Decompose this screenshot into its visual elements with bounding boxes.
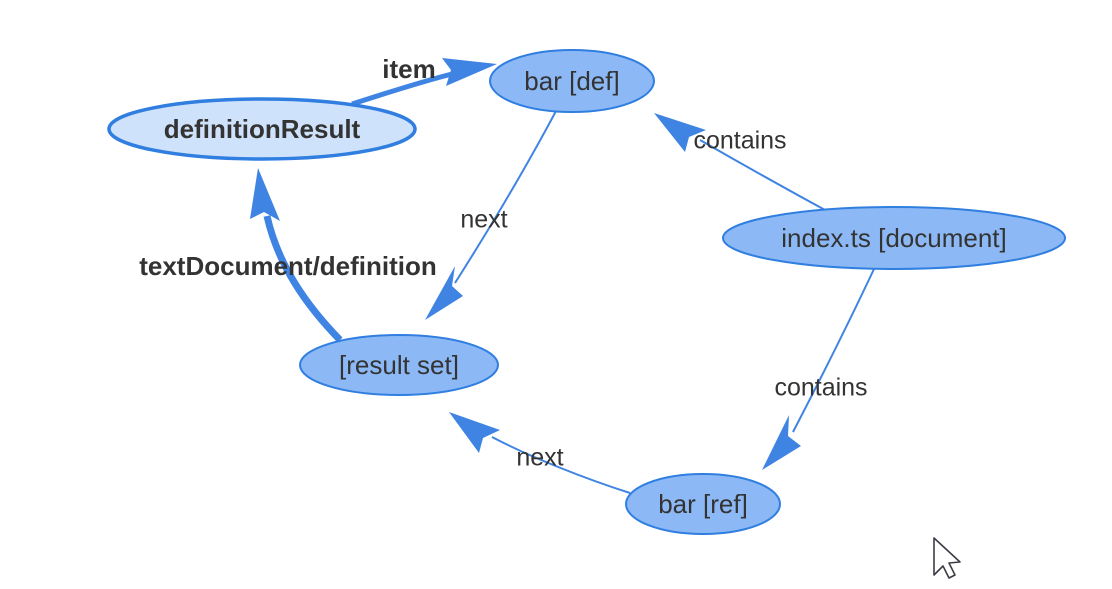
edge-label-item: item: [382, 54, 435, 84]
node-result-set-label: [result set]: [339, 350, 459, 380]
edge-label-contains-ref: contains: [774, 374, 867, 402]
edge-textdocument-definition-arrowhead: [250, 168, 280, 221]
nodes-layer: definitionResult bar [def] index.ts [doc…: [107, 49, 1066, 535]
edge-contains-ref[interactable]: contains: [762, 268, 875, 470]
edge-contains-def[interactable]: contains: [654, 113, 837, 217]
node-bar-ref[interactable]: bar [ref]: [625, 473, 781, 535]
node-definitionresult-label: definitionResult: [164, 114, 361, 144]
node-bar-ref-label: bar [ref]: [658, 489, 748, 519]
edge-label-next-def: next: [460, 206, 507, 234]
edge-item[interactable]: item: [351, 54, 497, 107]
edge-label-contains-def: contains: [693, 127, 786, 155]
edge-label-next-ref: next: [516, 444, 563, 472]
edge-contains-ref-arrowhead: [762, 415, 801, 470]
node-definitionresult-shape: [107, 97, 417, 161]
edge-textdocument-definition-line: [263, 215, 343, 343]
edge-textdocument-definition[interactable]: textDocument/definition: [139, 168, 437, 343]
edge-contains-def-arrowhead: [654, 113, 706, 152]
node-bar-def-label: bar [def]: [524, 66, 619, 96]
edge-contains-def-line: [699, 139, 837, 217]
edge-next-def[interactable]: next: [425, 110, 557, 320]
edge-label-textdocument-definition: textDocument/definition: [139, 251, 437, 281]
node-definitionresult[interactable]: definitionResult: [107, 97, 417, 161]
edge-next-ref-arrowhead: [449, 412, 500, 453]
node-bar-ref-shape: [625, 473, 781, 535]
edge-next-ref[interactable]: next: [449, 412, 631, 494]
node-bar-def[interactable]: bar [def]: [489, 49, 655, 113]
edge-contains-ref-line: [792, 268, 875, 433]
node-index-ts-shape: [722, 206, 1066, 270]
edge-next-def-line: [454, 110, 557, 284]
node-index-ts[interactable]: index.ts [document]: [722, 206, 1066, 270]
node-bar-def-shape: [489, 49, 655, 113]
edge-next-def-arrowhead: [425, 266, 463, 320]
edge-item-arrowhead: [442, 58, 497, 86]
edge-item-line: [351, 71, 453, 107]
edge-next-ref-line: [491, 436, 631, 494]
node-result-set-shape: [299, 334, 499, 396]
node-index-ts-label: index.ts [document]: [781, 223, 1006, 253]
node-result-set[interactable]: [result set]: [299, 334, 499, 396]
edges-layer: item next contains contains next: [139, 54, 875, 494]
